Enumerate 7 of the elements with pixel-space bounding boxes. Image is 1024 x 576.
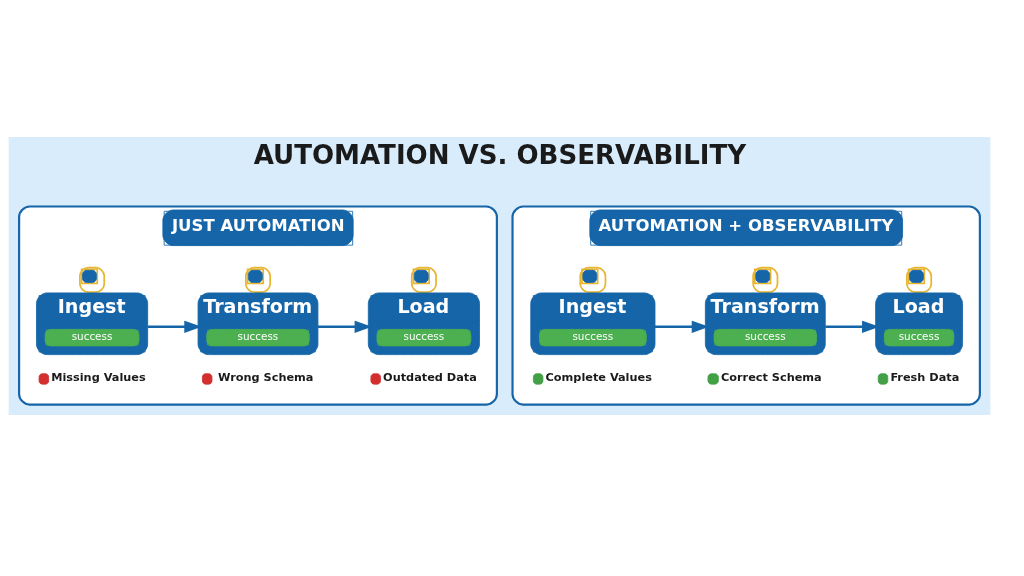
node-label: Wrong Schema bbox=[218, 370, 314, 384]
node-label: Fresh Data bbox=[890, 370, 960, 384]
node-label: Complete Values bbox=[545, 370, 652, 384]
node-label: Missing Values bbox=[51, 370, 146, 384]
node-label: Outdated Data bbox=[383, 370, 477, 384]
diagram-title: AUTOMATION VS. OBSERVABILITY bbox=[253, 139, 747, 170]
node-label: Correct Schema bbox=[721, 370, 822, 384]
